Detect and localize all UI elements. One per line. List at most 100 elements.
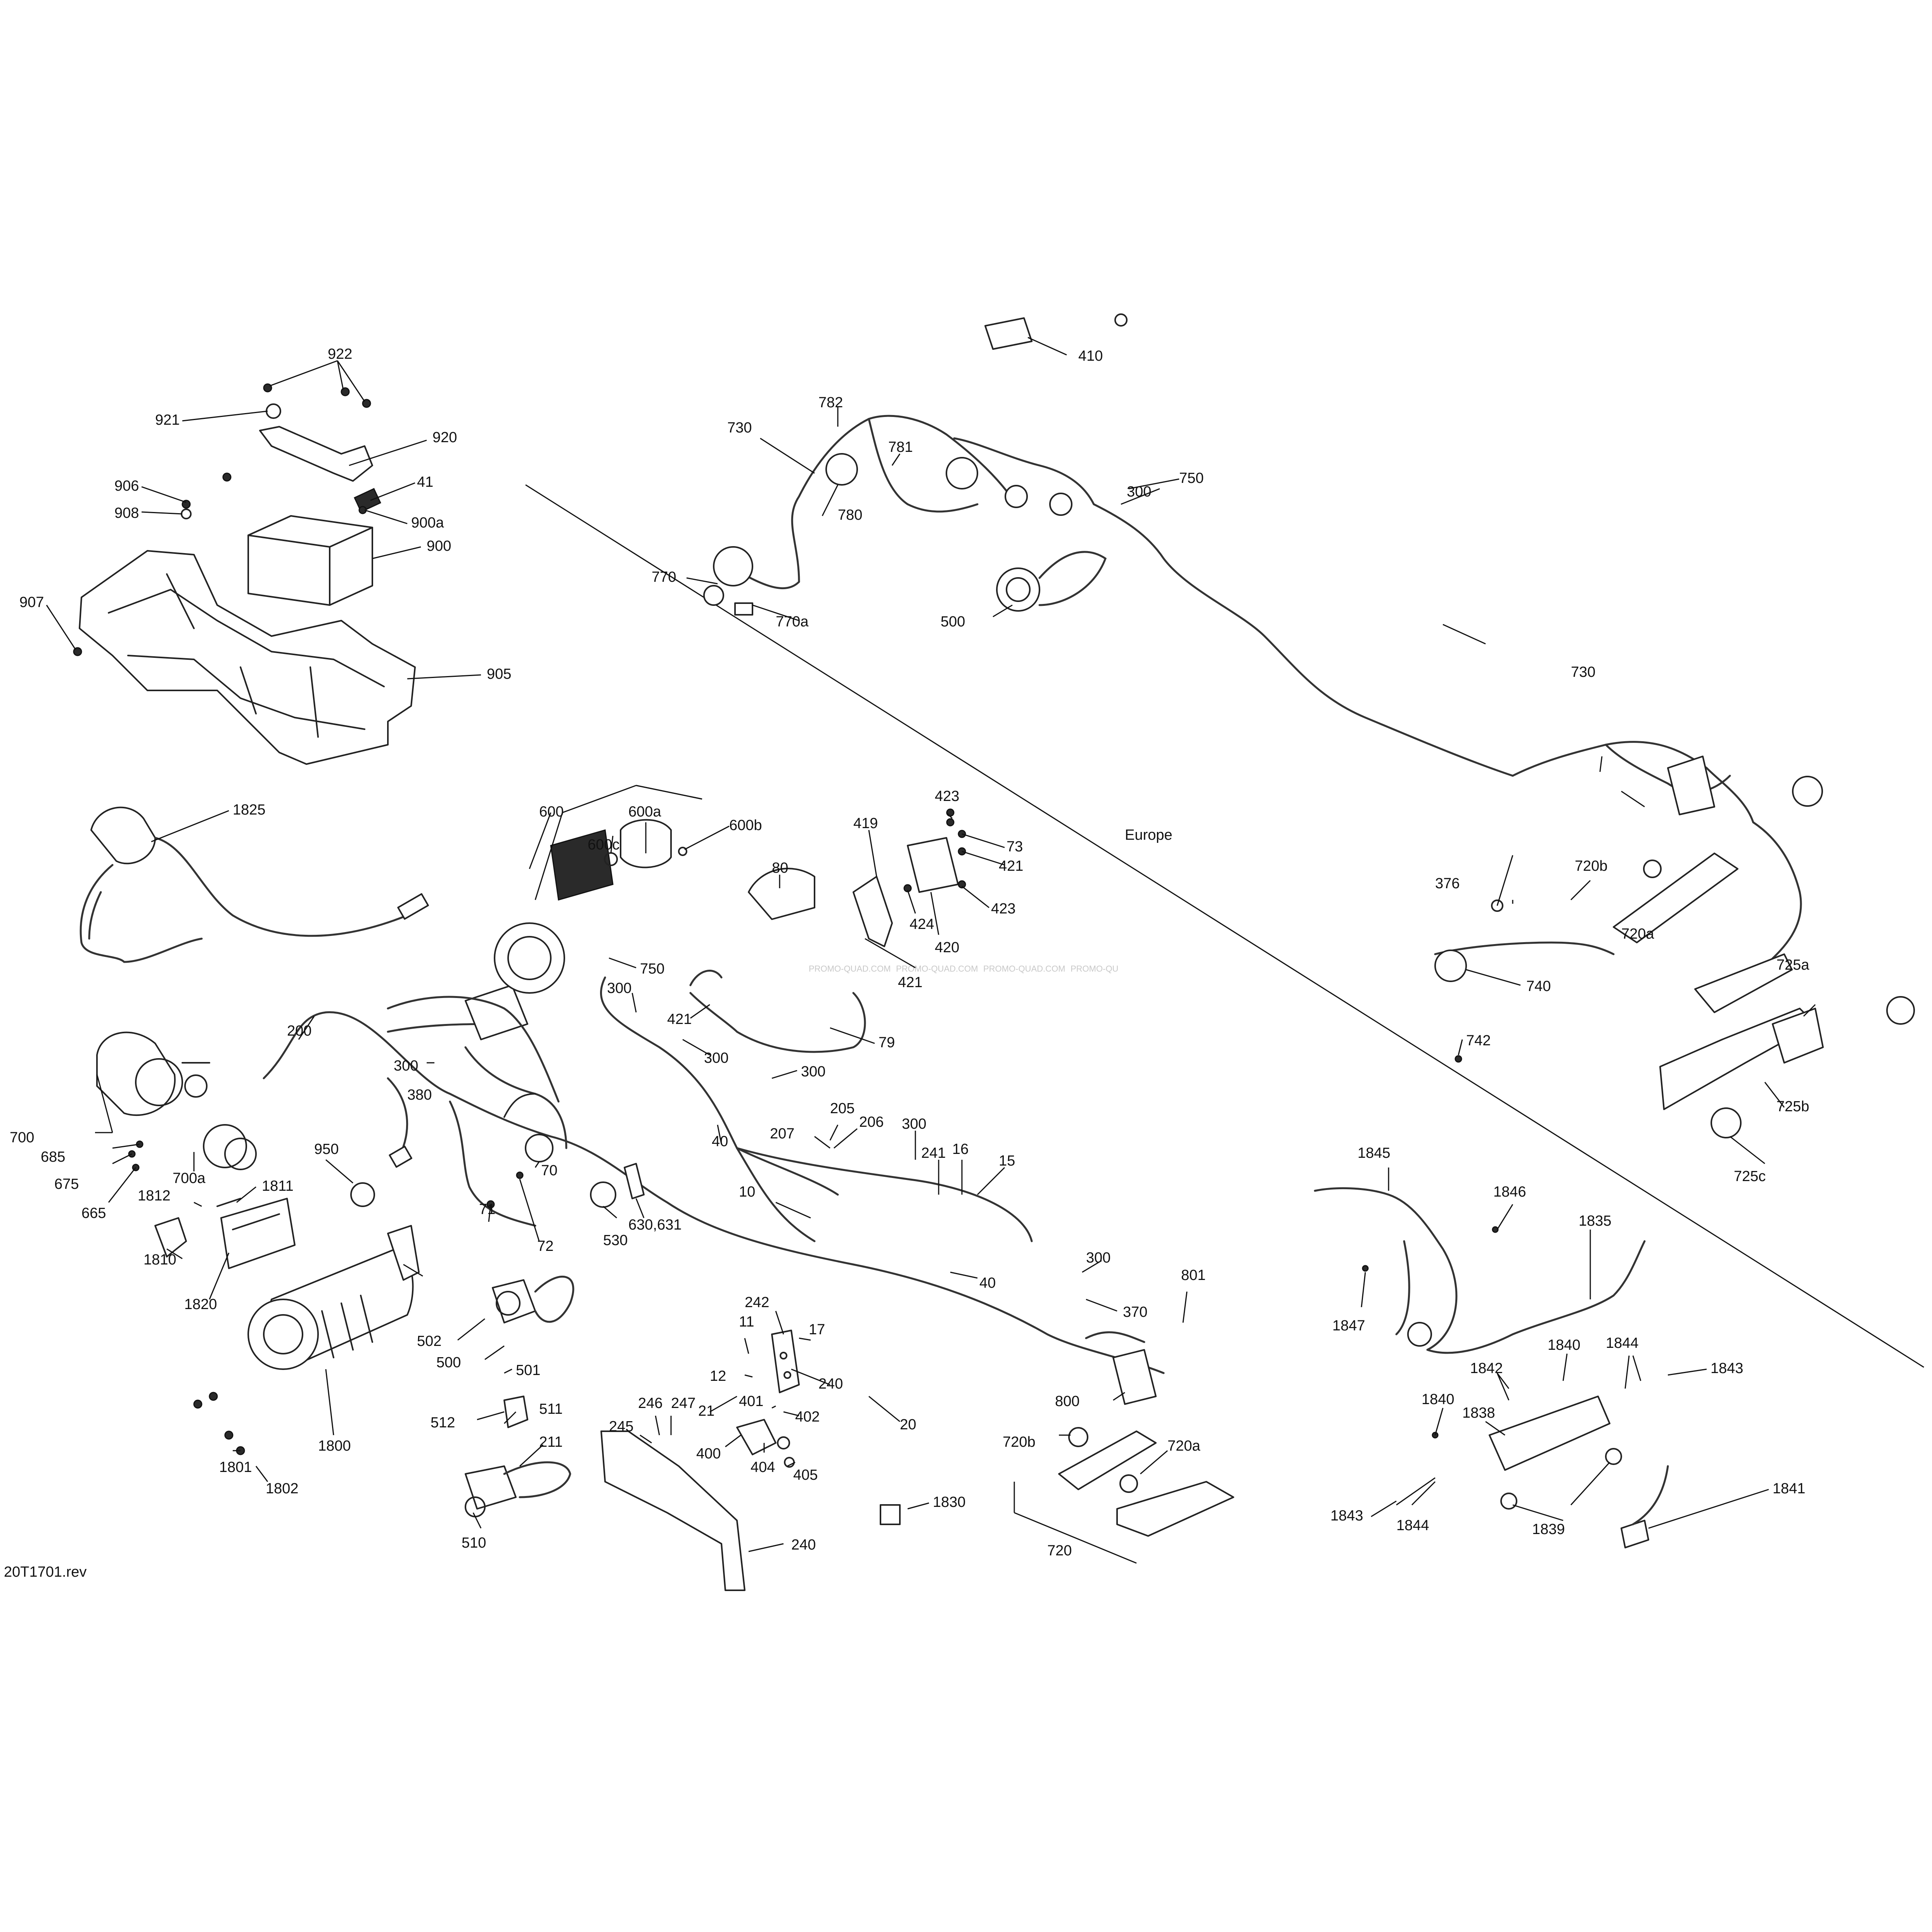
callout-424: 424 — [910, 916, 934, 932]
callout-73: 73 — [1007, 839, 1023, 855]
callout-423: 423 — [991, 901, 1015, 917]
europe-module-500-part — [996, 551, 1107, 612]
watermark: PROMO-QU — [1071, 964, 1118, 974]
callout-725b: 725b — [1776, 1098, 1809, 1115]
region-label-europe: Europe — [1125, 827, 1173, 843]
callout-1825: 1825 — [233, 802, 266, 818]
callout-675: 675 — [54, 1176, 79, 1192]
plug-1830-part — [880, 1504, 901, 1525]
callout-72: 72 — [537, 1238, 553, 1254]
callout-1835: 1835 — [1579, 1213, 1612, 1229]
winch-part — [193, 1225, 420, 1455]
callout-511: 511 — [539, 1401, 563, 1417]
europe-rear-harness-part — [1434, 741, 1823, 1063]
callout-240: 240 — [818, 1376, 843, 1392]
callout-421: 421 — [667, 1011, 692, 1027]
callout-80: 80 — [772, 860, 788, 876]
callout-240: 240 — [791, 1537, 816, 1553]
callout-900a: 900a — [411, 515, 444, 531]
battery-part — [247, 488, 381, 606]
callout-665: 665 — [81, 1205, 106, 1221]
leader-lines — [46, 337, 1816, 1564]
callout-501: 501 — [516, 1362, 540, 1379]
relay-950-part — [350, 1163, 645, 1208]
callout-11: 11 — [739, 1314, 754, 1330]
callout-16: 16 — [952, 1141, 969, 1157]
callout-742: 742 — [1466, 1033, 1491, 1049]
callout-21: 21 — [698, 1403, 714, 1419]
callout-380: 380 — [407, 1087, 432, 1103]
callout-401: 401 — [739, 1393, 763, 1410]
callout-1830: 1830 — [933, 1494, 966, 1510]
callout-782: 782 — [818, 394, 843, 411]
harness-40-part — [600, 976, 1033, 1242]
callout-410: 410 — [1078, 348, 1103, 364]
callout-730: 730 — [727, 420, 752, 436]
callout-1843: 1843 — [1711, 1360, 1743, 1377]
callout-600a: 600a — [628, 804, 661, 820]
callout-906: 906 — [114, 478, 139, 494]
callout-300: 300 — [801, 1064, 825, 1080]
callout-1846: 1846 — [1493, 1184, 1526, 1200]
callout-908: 908 — [114, 505, 139, 521]
callout-40: 40 — [979, 1275, 996, 1291]
callout-247: 247 — [671, 1395, 695, 1411]
callout-700: 700 — [10, 1129, 34, 1146]
callout-17: 17 — [809, 1321, 825, 1338]
callout-500: 500 — [941, 614, 965, 630]
callout-423: 423 — [935, 788, 959, 804]
callout-510: 510 — [462, 1535, 486, 1551]
harness-79-part — [689, 868, 866, 1053]
callout-300: 300 — [607, 980, 631, 996]
module-800-part — [1085, 1331, 1157, 1405]
callout-1840: 1840 — [1548, 1337, 1581, 1353]
connector-600-part — [550, 819, 687, 901]
callout-600: 600 — [539, 804, 564, 820]
callout-245: 245 — [609, 1418, 633, 1435]
europe-harness-730-part — [703, 313, 1514, 777]
callout-1842: 1842 — [1470, 1360, 1503, 1377]
callout-530: 530 — [603, 1232, 628, 1249]
callout-1838: 1838 — [1462, 1405, 1495, 1421]
callout-725c: 725c — [1734, 1168, 1766, 1185]
bracket-240-part — [600, 1330, 800, 1591]
callout-20: 20 — [900, 1417, 916, 1433]
callout-630,631: 630,631 — [628, 1217, 681, 1233]
headlight-part — [96, 1031, 257, 1171]
callout-1812: 1812 — [138, 1188, 171, 1204]
watermark: PROMO-QUAD.COM — [896, 964, 978, 974]
callout-685: 685 — [41, 1149, 65, 1165]
battery-tray-part — [79, 550, 416, 765]
callout-801: 801 — [1181, 1267, 1206, 1283]
callout-207: 207 — [770, 1126, 794, 1142]
callout-907: 907 — [19, 594, 44, 611]
callout-920: 920 — [432, 429, 457, 446]
callout-200: 200 — [287, 1023, 311, 1039]
callout-242: 242 — [745, 1294, 769, 1311]
callout-905: 905 — [487, 666, 511, 682]
callout-950: 950 — [314, 1141, 339, 1157]
callout-1847: 1847 — [1332, 1318, 1365, 1334]
callout-1820: 1820 — [184, 1296, 217, 1313]
callout-512: 512 — [431, 1415, 455, 1431]
callout-300: 300 — [1086, 1250, 1110, 1266]
callout-720: 720 — [1047, 1543, 1072, 1559]
callout-300: 300 — [902, 1116, 926, 1132]
callout-720b: 720b — [1003, 1434, 1036, 1450]
callout-921: 921 — [155, 412, 180, 428]
callout-750: 750 — [640, 961, 664, 977]
callout-300: 300 — [704, 1050, 728, 1066]
callout-206: 206 — [859, 1114, 884, 1130]
callout-405: 405 — [793, 1467, 818, 1483]
winch-remote-part — [80, 806, 429, 963]
callout-79: 79 — [879, 1034, 895, 1051]
callout-1810: 1810 — [144, 1252, 176, 1268]
callout-750: 750 — [1179, 470, 1204, 486]
callout-780: 780 — [838, 507, 862, 523]
callout-600b: 600b — [729, 817, 762, 834]
callout-421: 421 — [898, 974, 922, 991]
callout-40: 40 — [712, 1133, 728, 1150]
accessory-harness-part — [1314, 1187, 1669, 1548]
callout-370: 370 — [1123, 1304, 1147, 1320]
